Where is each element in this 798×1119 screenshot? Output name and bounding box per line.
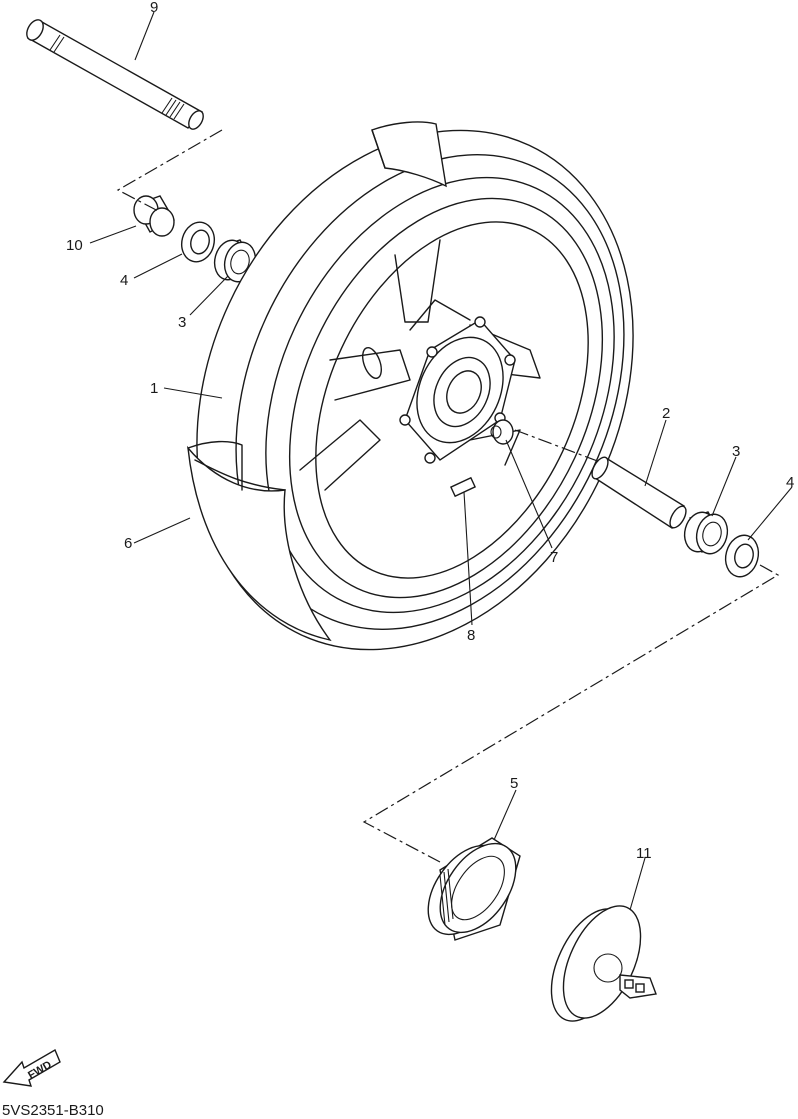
callout-6: 6	[124, 535, 132, 552]
part-collar	[133, 195, 175, 237]
diagram-code: 5VS2351-B310	[2, 1102, 104, 1119]
callout-11: 11	[636, 845, 652, 862]
leader-lines	[89, 11, 793, 911]
part-speed-sensor	[550, 905, 657, 1022]
part-bearing-right	[683, 511, 729, 555]
part-oil-seal-left	[181, 221, 215, 263]
fwd-arrow-icon: FWD	[2, 1048, 61, 1087]
callout-8: 8	[467, 627, 475, 644]
part-oil-seal-right	[724, 534, 760, 578]
callout-2: 2	[662, 405, 670, 422]
callout-7: 7	[550, 549, 558, 566]
part-axle	[26, 19, 204, 130]
callout-4-right: 4	[786, 474, 794, 491]
part-wheel	[187, 121, 634, 651]
part-sensor-rotor	[427, 837, 521, 941]
fwd-label: FWD	[26, 1059, 54, 1082]
part-spacer	[591, 456, 687, 529]
callout-5: 5	[510, 775, 518, 792]
callout-3-right: 3	[732, 443, 740, 460]
callout-9: 9	[150, 0, 158, 16]
callout-3-left: 3	[178, 314, 186, 331]
callout-1: 1	[150, 380, 158, 397]
callout-10: 10	[66, 237, 83, 254]
assembly-lines	[116, 129, 780, 863]
callout-4-left: 4	[120, 272, 128, 289]
callouts: 9 10 4 3 1 6 2 3 4 7 8 5 11	[66, 0, 794, 862]
